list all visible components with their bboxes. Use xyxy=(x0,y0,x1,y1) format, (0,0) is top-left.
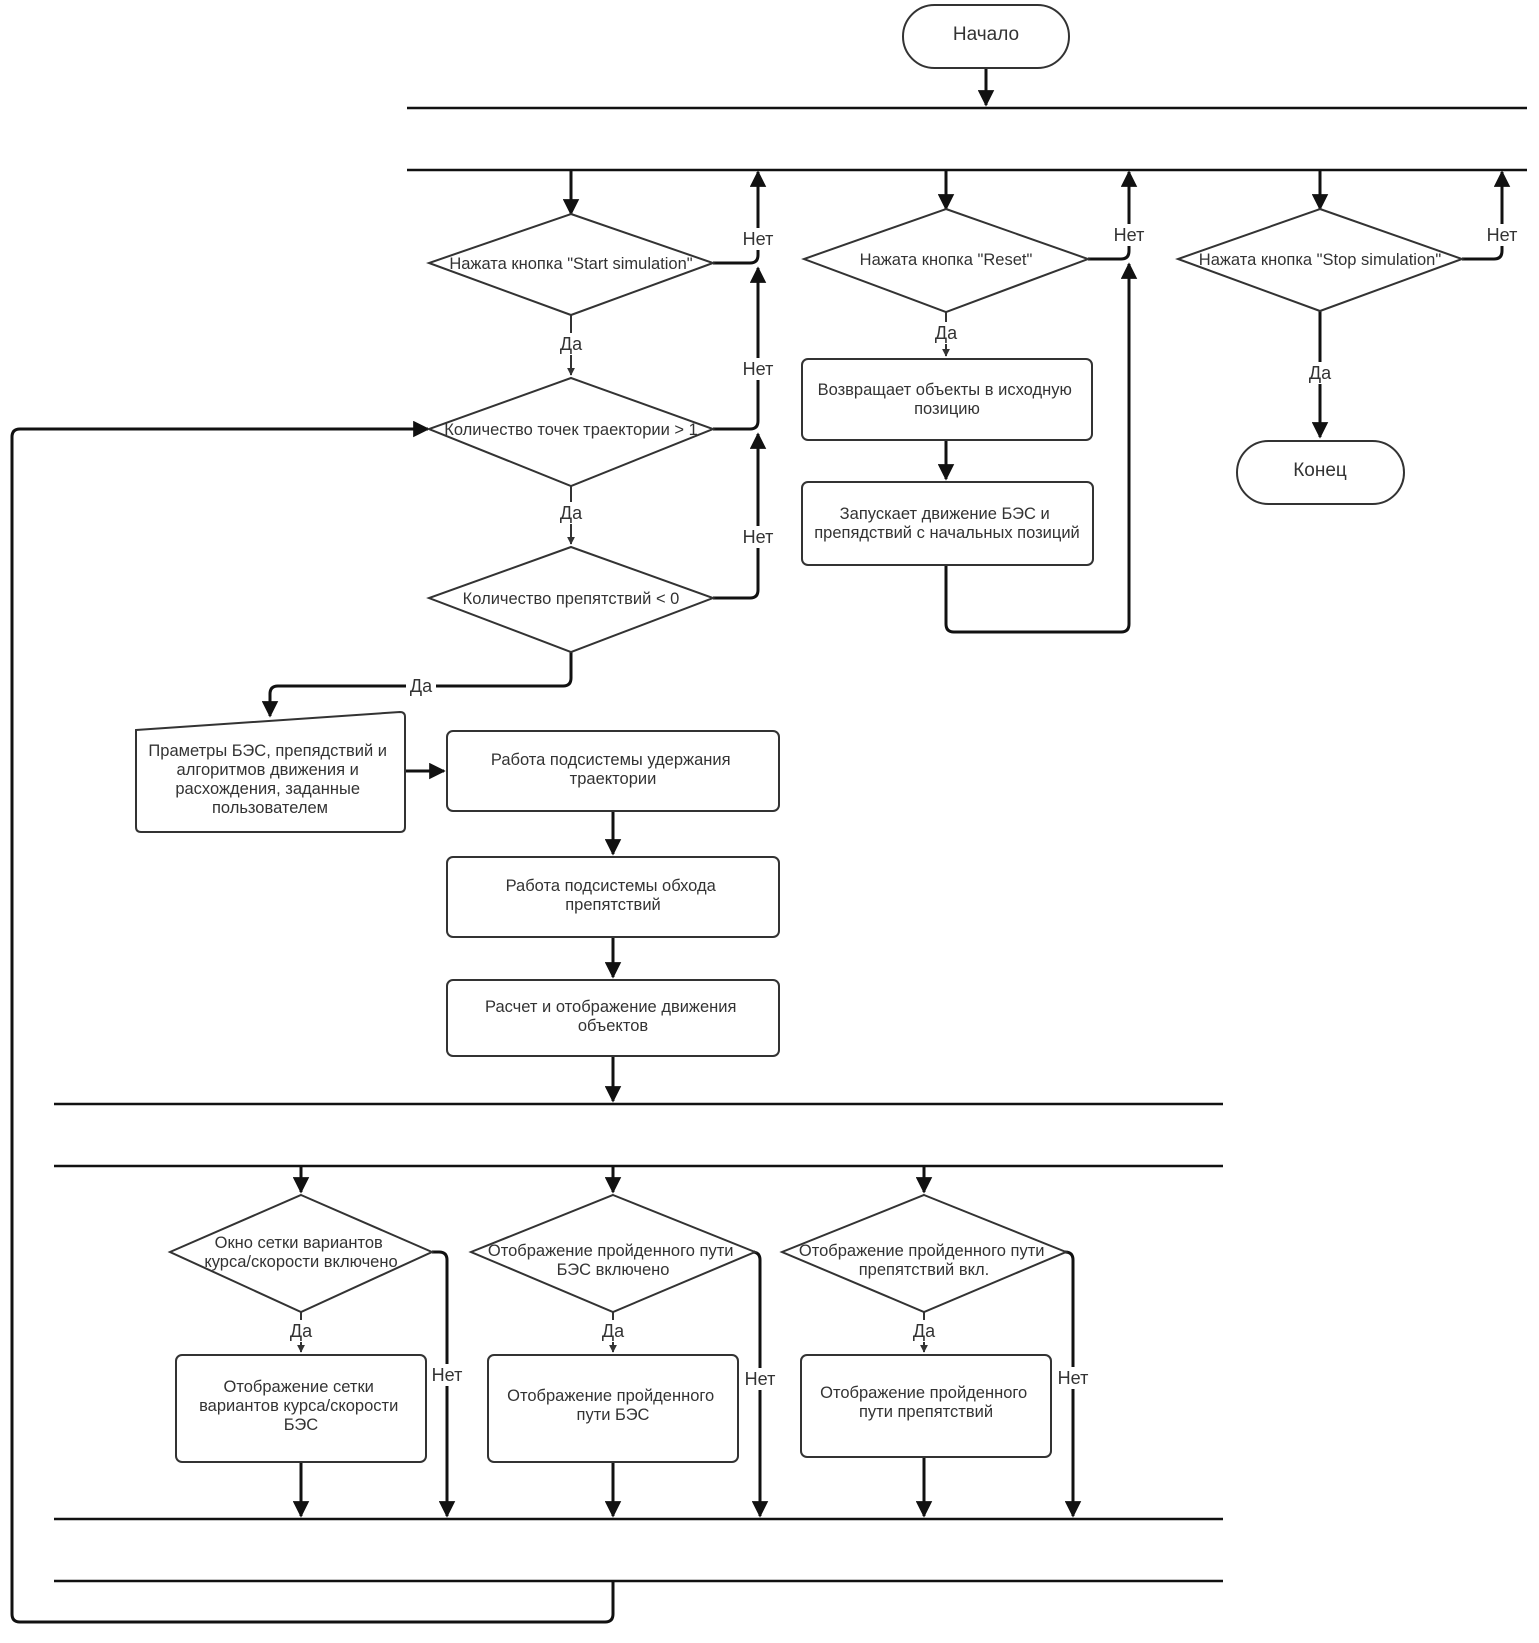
label-yes-points: Да xyxy=(560,503,583,523)
process-show-path-obstacles-line-2: пути препятствий xyxy=(859,1403,993,1421)
decision-path-obstacles-on: Отображение пройденного пути препятствий… xyxy=(779,1193,1069,1314)
decision-stop-simulation-label: Нажата кнопка "Stop simulation" xyxy=(1199,251,1442,269)
decision-path-bes-on-line-2: БЭС включено xyxy=(557,1261,670,1279)
label-no-reset: Нет xyxy=(1114,225,1145,245)
label-no-path-bes: Нет xyxy=(745,1369,776,1389)
process-show-path-obstacles-line-1: Отображение пройденного xyxy=(820,1384,1027,1402)
process-show-grid: Отображение сетки вариантов курса/скорос… xyxy=(175,1354,427,1463)
svg-text:Отображение пройденного: Отображение пройденного пути препятствий xyxy=(820,1384,1032,1421)
svg-text:Отображение сетки вариан: Отображение сетки вариантов курса/скорос… xyxy=(199,1378,403,1434)
input-user-parameters-line-2: алгоритмов движения и xyxy=(177,761,359,779)
decision-start-simulation-label: Нажата кнопка "Start simulation" xyxy=(449,255,692,273)
input-user-parameters-line-3: расхождения, заданные xyxy=(175,780,360,798)
label-no-points: Нет xyxy=(743,359,774,379)
process-show-path-bes-line-1: Отображение пройденного xyxy=(507,1387,714,1405)
process-show-path-bes-line-2: пути БЭС xyxy=(577,1406,650,1424)
process-trajectory-keeping: Работа подсистемы удержания траектории xyxy=(446,730,780,812)
decision-stop-simulation: Нажата кнопка "Stop simulation" xyxy=(1175,207,1465,313)
decision-start-simulation: Нажата кнопка "Start simulation" xyxy=(426,212,716,317)
svg-text:Работа подсистемы обхода: Работа подсистемы обхода препятствий xyxy=(506,877,721,914)
process-obstacle-avoidance-line-1: Работа подсистемы обхода xyxy=(506,877,717,895)
process-restart-motion-line-1: Запускает движение БЭС и xyxy=(840,505,1050,523)
label-yes-grid: Да xyxy=(290,1321,313,1341)
process-show-path-bes: Отображение пройденного пути БЭС xyxy=(487,1354,739,1463)
input-user-parameters: Праметры БЭС, препядствий и алгоритмов д… xyxy=(135,710,406,833)
decision-grid-window-on-line-2: курса/скорости включено xyxy=(204,1253,397,1271)
decision-grid-window-on: Окно сетки вариантов курса/скорости вклю… xyxy=(167,1193,435,1314)
svg-text:Отображение пройденного пути: Отображение пройденного пути препятствий… xyxy=(799,1242,1049,1279)
decision-grid-window-on-line-1: Окно сетки вариантов xyxy=(215,1234,383,1252)
label-yes-path-bes: Да xyxy=(602,1321,625,1341)
svg-text:Окно сетки вариантов кур: Окно сетки вариантов курса/скорости вклю… xyxy=(204,1234,397,1271)
label-yes-stop-sim: Да xyxy=(1309,363,1332,383)
svg-text:Праметры БЭС, препядствий и: Праметры БЭС, препядствий и алгоритмов д… xyxy=(148,742,391,817)
decision-path-obstacles-on-line-2: препятствий вкл. xyxy=(859,1261,990,1279)
decision-points-count-label: Количество точек траектории > 1 xyxy=(444,421,698,439)
process-calc-display-line-1: Расчет и отображение движения xyxy=(485,998,736,1016)
process-return-objects-line-1: Возвращает объекты в исходную xyxy=(818,381,1072,399)
decision-path-bes-on: Отображение пройденного пути БЭС включен… xyxy=(468,1193,758,1314)
process-calc-display-line-2: объектов xyxy=(578,1017,649,1035)
branch-labels: Нет Нет Нет Нет Нет Да Да Да Да Да Да Да… xyxy=(286,224,1520,1390)
input-user-parameters-line-1: Праметры БЭС, препядствий и xyxy=(148,742,387,760)
end-terminal: Конец xyxy=(1236,440,1405,505)
process-trajectory-keeping-line-1: Работа подсистемы удержания xyxy=(491,751,731,769)
svg-text:Расчет и отображение движения: Расчет и отображение движения объектов xyxy=(485,998,741,1035)
process-restart-motion-line-2: препядствий с начальных позиций xyxy=(814,524,1080,542)
decision-obstacles-count: Количество препятствий < 0 xyxy=(426,545,716,654)
process-return-objects-line-2: позицию xyxy=(914,400,980,418)
process-show-grid-line-3: БЭС xyxy=(284,1416,319,1434)
label-yes-path-obstacles: Да xyxy=(913,1321,936,1341)
process-return-objects: Возвращает объекты в исходную позицию xyxy=(801,358,1093,441)
process-trajectory-keeping-line-2: траектории xyxy=(570,770,657,788)
label-yes-reset: Да xyxy=(935,323,958,343)
process-obstacle-avoidance-line-2: препятствий xyxy=(565,896,661,914)
label-yes-start-sim: Да xyxy=(560,334,583,354)
label-yes-obstacles: Да xyxy=(410,676,433,696)
svg-text:Отображение пройденного: Отображение пройденного пути БЭС xyxy=(507,1387,719,1424)
svg-text:Возвращает объекты в исходную: Возвращает объекты в исходную позицию xyxy=(818,381,1077,418)
label-no-stop-sim: Нет xyxy=(1487,225,1518,245)
label-no-start-sim: Нет xyxy=(743,229,774,249)
decision-reset: Нажата кнопка "Reset" xyxy=(801,207,1091,314)
decision-obstacles-count-label: Количество препятствий < 0 xyxy=(463,590,680,608)
end-terminal-label: Конец xyxy=(1293,460,1347,481)
label-no-grid: Нет xyxy=(432,1365,463,1385)
process-restart-motion: Запускает движение БЭС и препядствий с н… xyxy=(801,481,1094,566)
process-show-grid-line-2: вариантов курса/скорости xyxy=(199,1397,398,1415)
decision-path-obstacles-on-line-1: Отображение пройденного пути xyxy=(799,1242,1045,1260)
process-show-path-obstacles: Отображение пройденного пути препятствий xyxy=(800,1354,1052,1458)
start-terminal-label: Начало xyxy=(953,24,1019,45)
svg-text:Запускает движение БЭС и: Запускает движение БЭС и препядствий с н… xyxy=(814,505,1080,542)
process-show-grid-line-1: Отображение сетки xyxy=(224,1378,374,1396)
label-no-obstacles: Нет xyxy=(743,527,774,547)
svg-text:Отображение пройденного пути: Отображение пройденного пути БЭС включен… xyxy=(488,1242,738,1279)
decision-points-count: Количество точек траектории > 1 xyxy=(426,376,716,488)
start-terminal: Начало xyxy=(902,4,1070,69)
label-no-path-obstacles: Нет xyxy=(1058,1368,1089,1388)
svg-text:Работа подсистемы удержания: Работа подсистемы удержания траектории xyxy=(491,751,735,788)
decision-reset-label: Нажата кнопка "Reset" xyxy=(860,251,1033,269)
process-calc-display: Расчет и отображение движения объектов xyxy=(446,979,780,1057)
decision-path-bes-on-line-1: Отображение пройденного пути xyxy=(488,1242,734,1260)
process-obstacle-avoidance: Работа подсистемы обхода препятствий xyxy=(446,856,780,938)
input-user-parameters-line-4: пользователем xyxy=(212,799,328,817)
